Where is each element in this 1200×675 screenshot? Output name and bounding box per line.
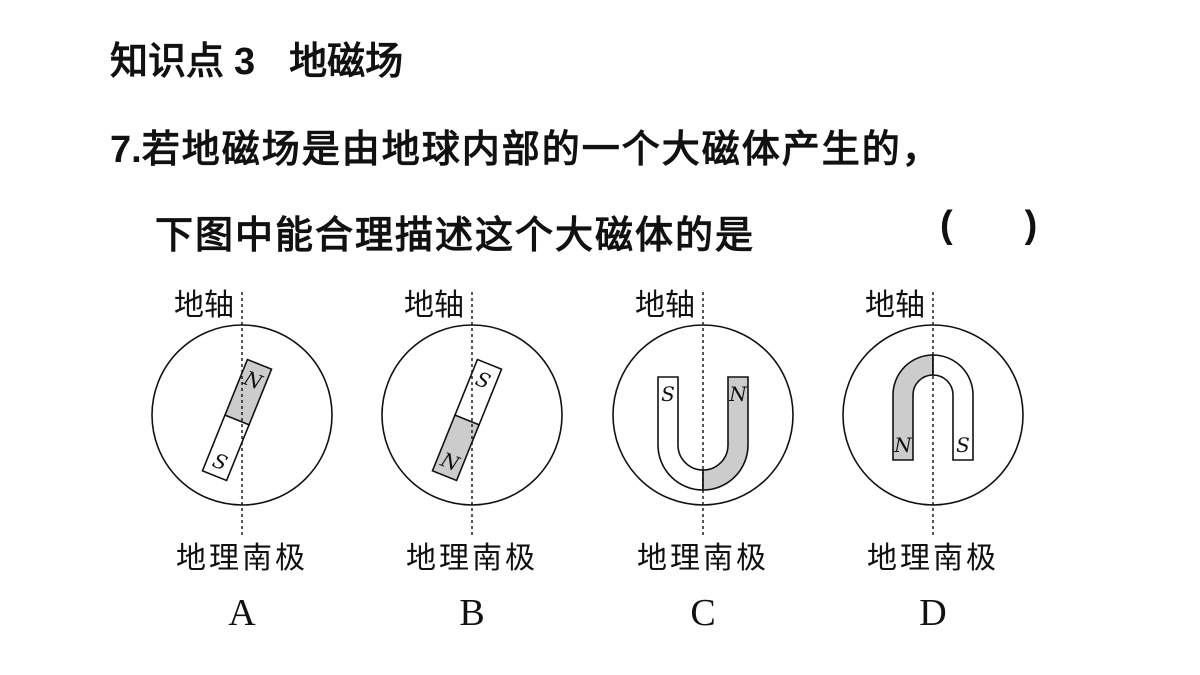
axis-label: 地轴 (174, 288, 234, 323)
section-title: 地磁场 (289, 39, 404, 83)
section-number: 3 (234, 41, 256, 83)
south-pole-label: 地理南极 (406, 541, 538, 576)
question-number: 7. (110, 129, 142, 171)
magnet-bar: NS (201, 358, 273, 482)
magnet-bar: SN (431, 358, 503, 482)
question-text-1: 若地磁场是由地球内部的一个大磁体产生的， (141, 127, 942, 171)
axis-label: 地轴 (865, 288, 925, 323)
option-b[interactable]: 地轴 SN 地理南极 B (381, 288, 563, 634)
question-line-2: 下图中能合理描述这个大磁体的是 (155, 204, 755, 259)
earth-circle (612, 324, 794, 506)
pole-label-left: S (661, 382, 675, 406)
option-letter: D (919, 592, 946, 634)
axis-label: 地轴 (404, 288, 464, 323)
earth-circle (842, 324, 1024, 506)
south-pole-label: 地理南极 (176, 541, 308, 576)
pole-label-right: N (728, 382, 748, 406)
option-a[interactable]: 地轴 NS 地理南极 A (151, 288, 333, 634)
question-text-2: 下图中能合理描述这个大磁体的是 (155, 213, 756, 257)
earth-circle (151, 324, 333, 506)
pole-label-right: S (956, 433, 970, 457)
earth-circle (381, 324, 563, 506)
answer-paren-close: ) (1024, 204, 1038, 246)
south-pole-label: 地理南极 (637, 541, 769, 576)
south-pole-label: 地理南极 (867, 541, 999, 576)
section-label: 知识点 (110, 39, 225, 83)
answer-paren-open: ( (940, 204, 953, 246)
option-letter: A (228, 592, 256, 634)
pole-label-left: N (893, 433, 913, 457)
axis-label: 地轴 (635, 288, 695, 323)
answer-blank[interactable]: () (940, 204, 1037, 247)
option-letter: C (690, 592, 715, 634)
question-line-1: 7.若地磁场是由地球内部的一个大磁体产生的， (110, 118, 942, 173)
option-letter: B (459, 592, 484, 634)
